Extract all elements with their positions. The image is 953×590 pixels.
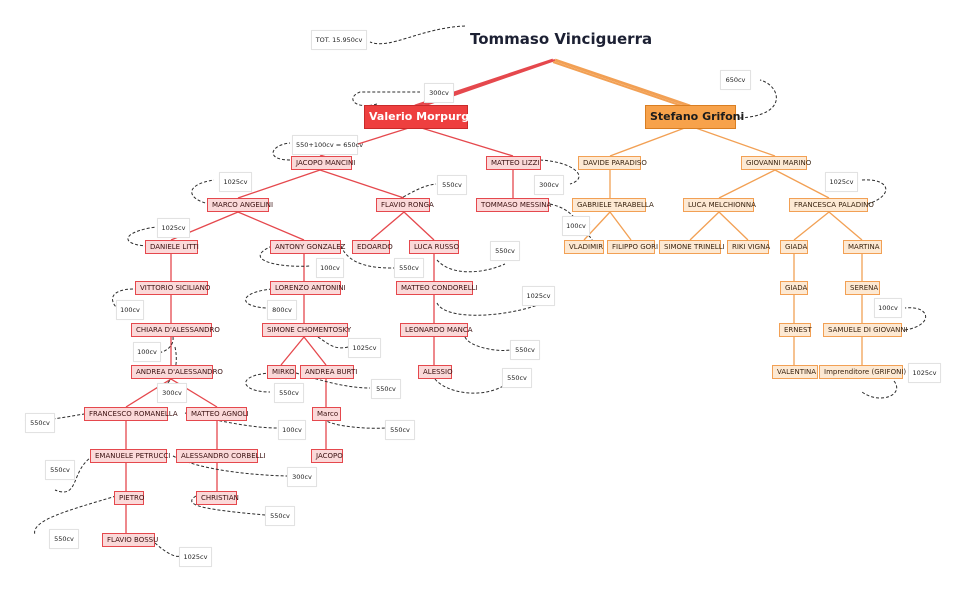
node-alessandro-corbelli[interactable]: ALESSANDRO CORBELLI	[176, 449, 266, 463]
node-valerio[interactable]: Valerio Morpurgo	[364, 105, 477, 129]
note-300-b[interactable]: 300cv	[534, 175, 564, 195]
node-imprenditore[interactable]: Imprenditore (GRIFONI)	[819, 365, 906, 379]
node-ernest[interactable]: ERNEST	[779, 323, 812, 337]
note-550-f[interactable]: 550cv	[371, 379, 401, 399]
note-100-d[interactable]: 100cv	[874, 298, 902, 318]
node-flavio-bossu[interactable]: FLAVIO BOSSU	[102, 533, 158, 547]
node-riki-vigna[interactable]: RIKI VIGNA	[727, 240, 770, 254]
note-550-d[interactable]: 550cv	[510, 340, 540, 360]
note-1025-b[interactable]: 1025cv	[157, 218, 190, 238]
node-filippo-gori[interactable]: FILIPPO GORI	[607, 240, 658, 254]
note-1025-g[interactable]: 1025cv	[179, 547, 212, 567]
note-1025-d[interactable]: 1025cv	[348, 338, 381, 358]
node-edoardo[interactable]: EDOARDO	[352, 240, 393, 254]
note-550-b[interactable]: 550cv	[394, 258, 424, 278]
node-matteo-lizzi[interactable]: MATTEO LIZZI	[486, 156, 541, 170]
node-chiara[interactable]: CHIARA D'ALESSANDRO	[131, 323, 220, 337]
node-giada-1[interactable]: GIADA	[780, 240, 808, 254]
node-antony-gonzalez[interactable]: ANTONY GONZALEZ	[270, 240, 345, 254]
node-pietro[interactable]: PIETRO	[114, 491, 144, 505]
node-martina[interactable]: MARTINA	[843, 240, 882, 254]
node-andrea-burti[interactable]: ANDREA BURTI	[300, 365, 357, 379]
node-jacopo-mancini[interactable]: JACOPO MANCINI	[291, 156, 355, 170]
node-matteo-condorelli[interactable]: MATTEO CONDORELLI	[396, 281, 478, 295]
node-serena[interactable]: SERENA	[845, 281, 880, 295]
node-valentina[interactable]: VALENTINA	[772, 365, 818, 379]
node-tommaso-messina[interactable]: TOMMASO MESSINA	[476, 198, 551, 212]
note-300-c[interactable]: 300cv	[157, 383, 187, 403]
node-andrea[interactable]: ANDREA D'ALESSANDRO	[131, 365, 223, 379]
node-samuele[interactable]: SAMUELE DI GIOVANNI	[823, 323, 908, 337]
node-mirko[interactable]: MIRKO	[267, 365, 296, 379]
note-550-i[interactable]: 550cv	[25, 413, 55, 433]
note-300-d[interactable]: 300cv	[287, 467, 317, 487]
note-100-b[interactable]: 100cv	[316, 258, 344, 278]
node-giovanni-marino[interactable]: GIOVANNI MARINO	[741, 156, 811, 170]
node-davide-paradiso[interactable]: DAVIDE PARADISO	[578, 156, 647, 170]
node-simone-chomentosky[interactable]: SIMONE CHOMENTOSKY	[262, 323, 351, 337]
node-luca-russo[interactable]: LUCA RUSSO	[409, 240, 459, 254]
note-1025-a[interactable]: 1025cv	[219, 172, 252, 192]
node-matteo-agnoli[interactable]: MATTEO AGNOLI	[186, 407, 249, 421]
note-300-a[interactable]: 300cv	[424, 83, 454, 103]
note-550-sum[interactable]: 550+100cv = 650cv	[292, 135, 363, 155]
root-title: Tommaso Vinciguerra	[470, 30, 653, 48]
note-total[interactable]: TOT. 15.950cv	[311, 30, 367, 50]
note-550-j[interactable]: 550cv	[45, 460, 75, 480]
node-giada-2[interactable]: GIADA	[780, 281, 808, 295]
node-emanuele[interactable]: EMANUELE PETRUCCI	[90, 449, 170, 463]
node-christian[interactable]: CHRISTIAN	[196, 491, 239, 505]
node-marco-angelini[interactable]: MARCO ANGELINI	[207, 198, 273, 212]
note-100-e[interactable]: 100cv	[133, 342, 161, 362]
note-550-k[interactable]: 550cv	[265, 506, 295, 526]
note-550-a[interactable]: 550cv	[437, 175, 467, 195]
node-alessio[interactable]: ALESSIO	[418, 365, 453, 379]
node-daniele-litti[interactable]: DANIELE LITTI	[145, 240, 199, 254]
node-gabriele-tarabella[interactable]: GABRIELE TARABELLA	[572, 198, 654, 212]
node-simone-trinelli[interactable]: SIMONE TRINELLI	[659, 240, 725, 254]
node-flavio-ronga[interactable]: FLAVIO RONGA	[376, 198, 434, 212]
note-100-a[interactable]: 100cv	[562, 216, 590, 236]
node-francesco-romanella[interactable]: FRANCESCO ROMANELLA	[84, 407, 178, 421]
node-vladimir[interactable]: VLADIMIR	[564, 240, 604, 254]
node-lorenzo-antonini[interactable]: LORENZO ANTONINI	[270, 281, 346, 295]
node-leonardo-manca[interactable]: LEONARDO MANCA	[400, 323, 473, 337]
node-vittorio-siciliano[interactable]: VITTORIO SICILIANO	[135, 281, 210, 295]
note-550-c[interactable]: 550cv	[490, 241, 520, 261]
node-marco[interactable]: Marco	[312, 407, 341, 421]
note-550-e[interactable]: 550cv	[274, 383, 304, 403]
note-1025-e[interactable]: 1025cv	[825, 172, 858, 192]
node-francesca-paladino[interactable]: FRANCESCA PALADINO	[789, 198, 874, 212]
note-100-c[interactable]: 100cv	[116, 300, 144, 320]
note-550-h[interactable]: 550cv	[385, 420, 415, 440]
note-550-g[interactable]: 550cv	[502, 368, 532, 388]
node-stefano[interactable]: Stefano Grifoni	[645, 105, 744, 129]
node-jacopo[interactable]: JACOPO	[311, 449, 343, 463]
note-1025-f[interactable]: 1025cv	[908, 363, 941, 383]
note-1025-c[interactable]: 1025cv	[522, 286, 555, 306]
note-650[interactable]: 650cv	[720, 70, 751, 90]
note-100-f[interactable]: 100cv	[278, 420, 306, 440]
note-800[interactable]: 800cv	[267, 300, 297, 320]
note-550-l[interactable]: 550cv	[49, 529, 79, 549]
node-luca-melchionna[interactable]: LUCA MELCHIONNA	[683, 198, 756, 212]
